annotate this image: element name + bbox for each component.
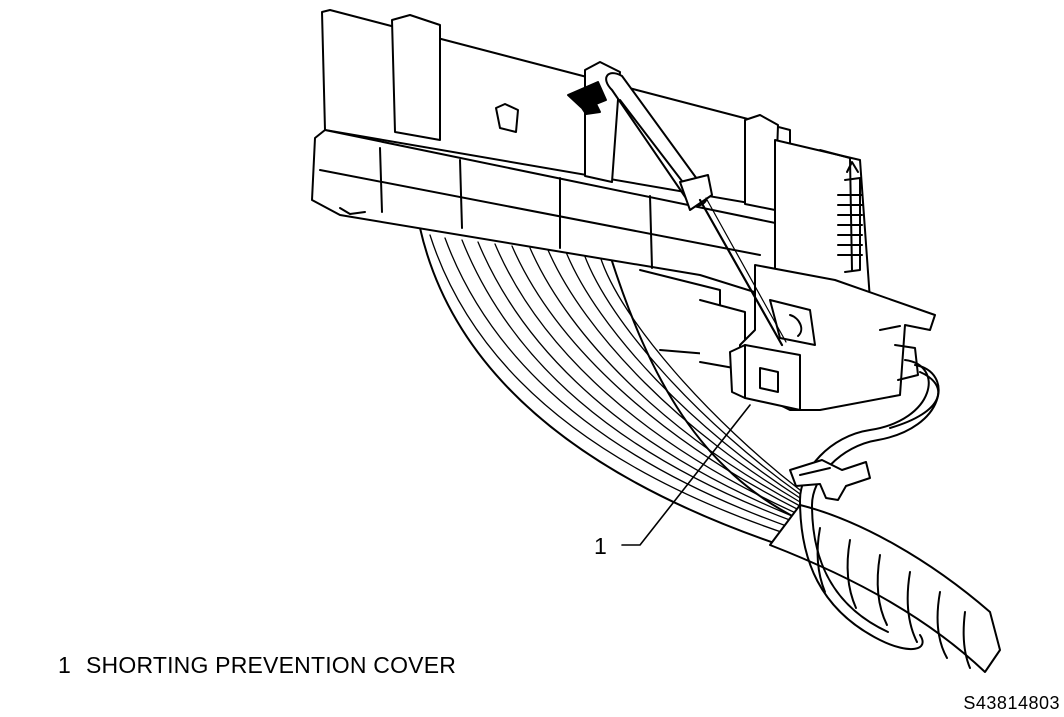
legend-number: 1: [58, 652, 71, 678]
direction-arrow-icon: [567, 81, 607, 115]
wire-clip: [789, 459, 871, 501]
wire-harness-bundle: [419, 227, 801, 546]
legend-label: SHORTING PREVENTION COVER: [86, 652, 457, 678]
callout-number: 1: [594, 533, 607, 559]
legend-item: 1 SHORTING PREVENTION COVER: [58, 652, 456, 679]
callout-leader-line: [621, 404, 751, 546]
shorting-prevention-cover: [729, 344, 801, 411]
figure-id: S43814803: [963, 693, 1060, 713]
screwdriver: [605, 72, 787, 347]
corrugated-conduit: [769, 504, 1001, 673]
